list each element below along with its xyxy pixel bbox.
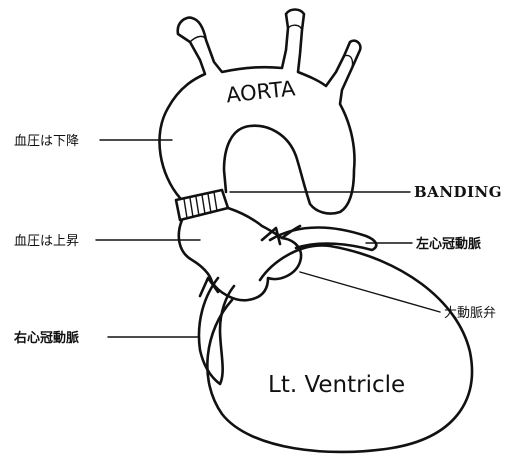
- left-coronary-label: 左心冠動脈: [416, 236, 481, 252]
- branch-2: [288, 25, 302, 30]
- right-coronary-label: 右心冠動脈: [13, 330, 79, 346]
- branch-3: [344, 56, 353, 69]
- aortic-valve-label: 大動脈弁: [444, 306, 496, 321]
- pressure-up-label: 血圧は上昇: [14, 234, 79, 249]
- pressure-down-label: 血圧は下降: [14, 134, 79, 149]
- ventricle-label: Lt. Ventricle: [268, 372, 405, 398]
- aortic-arch-outline: [159, 10, 360, 214]
- aorta-label: AORTA: [225, 76, 297, 107]
- banding-label: BANDING: [414, 183, 502, 201]
- aortic-root-outline: [179, 208, 301, 300]
- banding-ring: [176, 190, 228, 220]
- leader-valve: [300, 272, 440, 312]
- left-ventricle-outline: [207, 245, 472, 451]
- branch-1: [190, 36, 206, 42]
- right-coronary-artery: [199, 278, 234, 384]
